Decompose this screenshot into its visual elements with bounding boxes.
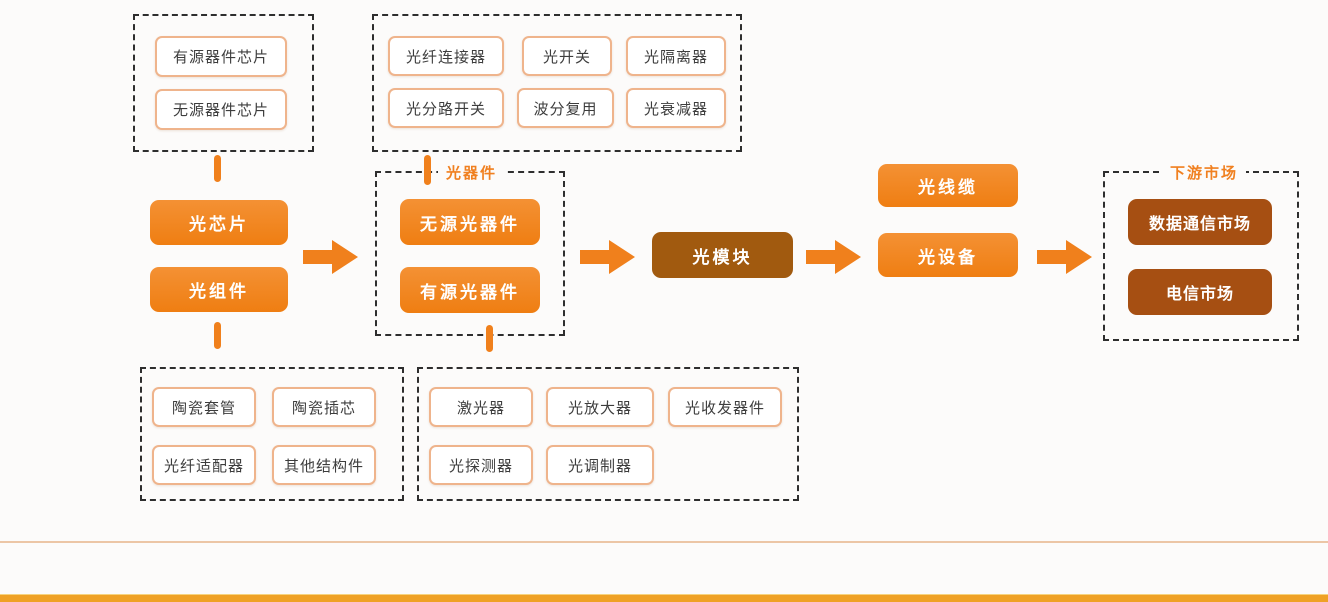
active-components-group (417, 367, 799, 501)
component-item: 光衰减器 (626, 88, 726, 128)
component-item: 光探测器 (429, 445, 533, 485)
component-item: 光隔离器 (626, 36, 726, 76)
footer-accent-bar (0, 594, 1328, 602)
passive-optical-device-node: 无源光器件 (400, 199, 540, 245)
component-item: 无源器件芯片 (155, 89, 287, 130)
structural-parts-group (140, 367, 404, 501)
right-arrow-icon (303, 239, 359, 275)
active-optical-device-node: 有源光器件 (400, 267, 540, 313)
component-item: 光放大器 (546, 387, 654, 427)
footer-divider-line (0, 541, 1328, 543)
downstream-market-group (1103, 171, 1299, 341)
component-item: 光纤连接器 (388, 36, 504, 76)
vertical-connector (486, 325, 493, 352)
component-item: 波分复用 (517, 88, 614, 128)
optical-device-group-label: 光器件 (438, 162, 506, 183)
optical-chip-node: 光芯片 (150, 200, 288, 245)
optical-component-node: 光组件 (150, 267, 288, 312)
optical-equipment-node: 光设备 (878, 233, 1018, 277)
right-arrow-icon (1037, 239, 1093, 275)
vertical-connector (214, 322, 221, 349)
right-arrow-icon (580, 239, 636, 275)
optical-cable-node: 光线缆 (878, 164, 1018, 207)
passive-components-group (372, 14, 742, 152)
telecom-market-node: 电信市场 (1128, 269, 1272, 315)
component-item: 其他结构件 (272, 445, 376, 485)
chip-types-group (133, 14, 314, 152)
datacom-market-node: 数据通信市场 (1128, 199, 1272, 245)
component-item: 有源器件芯片 (155, 36, 287, 77)
component-item: 光收发器件 (668, 387, 782, 427)
component-item: 光开关 (522, 36, 612, 76)
optical-module-node: 光模块 (652, 232, 793, 278)
component-item: 光分路开关 (388, 88, 504, 128)
vertical-connector (214, 155, 221, 182)
component-item: 激光器 (429, 387, 533, 427)
vertical-connector (424, 155, 431, 185)
right-arrow-icon (806, 239, 862, 275)
component-item: 陶瓷套管 (152, 387, 256, 427)
component-item: 陶瓷插芯 (272, 387, 376, 427)
component-item: 光纤适配器 (152, 445, 256, 485)
downstream-market-label: 下游市场 (1162, 162, 1247, 183)
component-item: 光调制器 (546, 445, 654, 485)
